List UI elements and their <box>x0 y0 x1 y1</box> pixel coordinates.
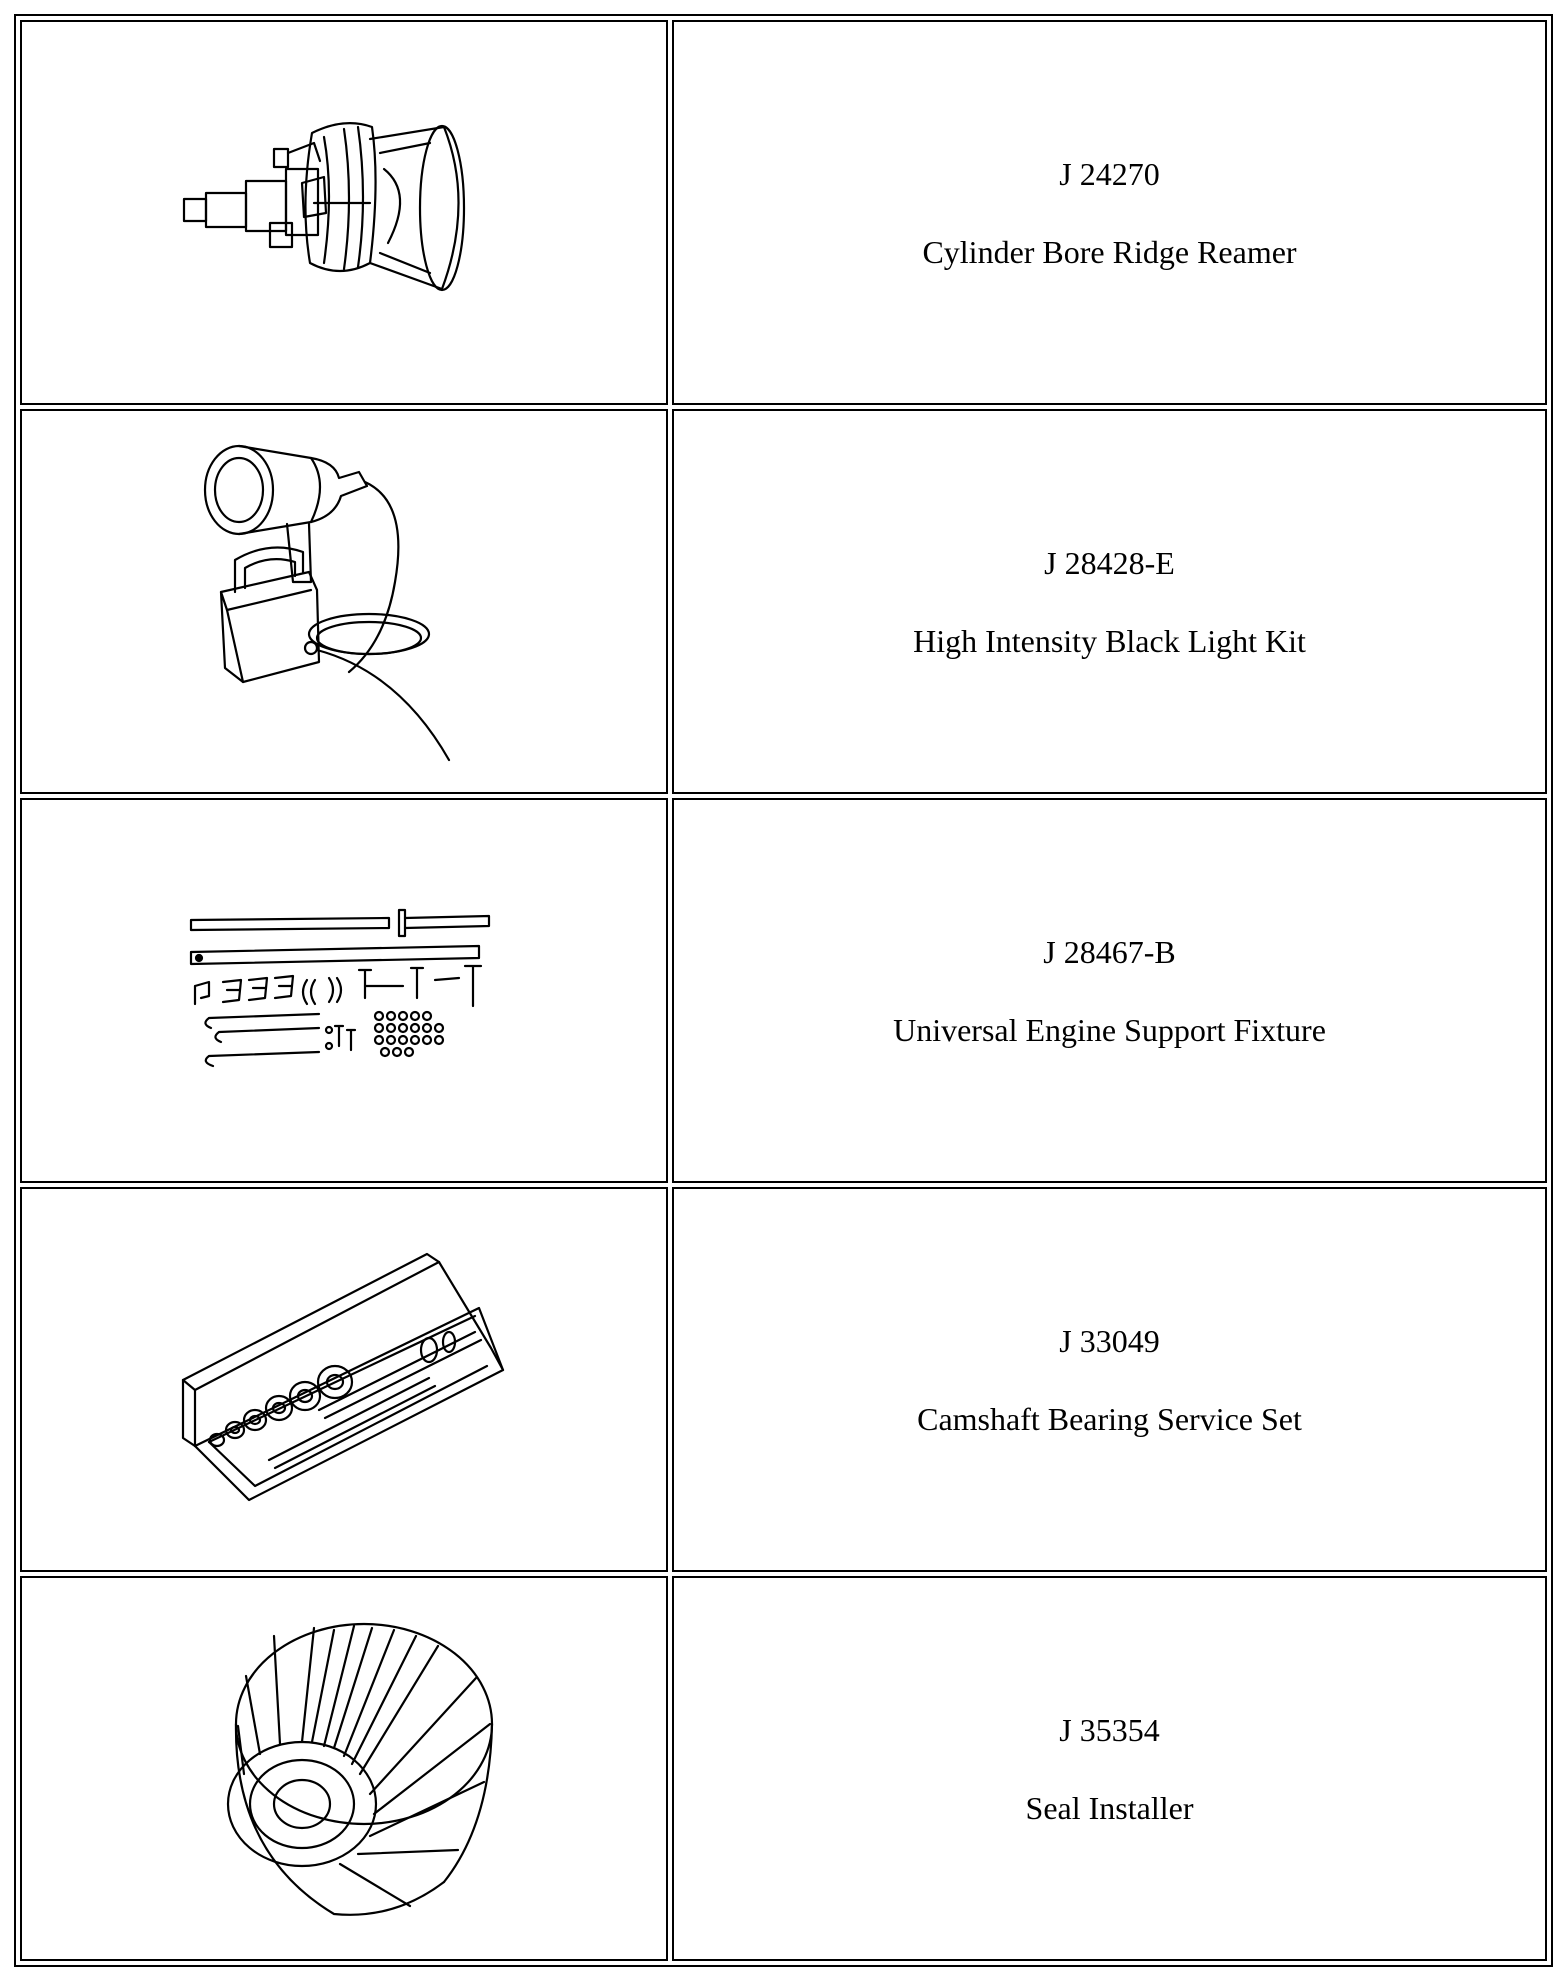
tool-row: J 33049 Camshaft Bearing Service Set <box>20 1187 1547 1572</box>
tool-description-cell: J 28467-B Universal Engine Support Fixtu… <box>672 798 1547 1183</box>
tool-row: J 24270 Cylinder Bore Ridge Reamer <box>20 20 1547 405</box>
tool-description-cell: J 24270 Cylinder Bore Ridge Reamer <box>672 20 1547 405</box>
tool-description-cell: J 28428-E High Intensity Black Light Kit <box>672 409 1547 794</box>
tool-image-cell <box>20 1187 668 1572</box>
tool-image-cell <box>20 20 668 405</box>
engine-support-fixture-illustration <box>189 908 491 1067</box>
tool-image-cell <box>20 409 668 794</box>
tool-part-number: J 24270 <box>1059 155 1160 192</box>
seal-installer-illustration <box>226 1622 494 1916</box>
tool-image-cell <box>20 798 668 1183</box>
tool-row: J 28428-E High Intensity Black Light Kit <box>20 409 1547 794</box>
tool-description-cell: J 35354 Seal Installer <box>672 1576 1547 1961</box>
camshaft-bearing-set-illustration <box>181 1252 505 1501</box>
tool-description-cell: J 33049 Camshaft Bearing Service Set <box>672 1187 1547 1572</box>
tool-name: Camshaft Bearing Service Set <box>917 1400 1302 1437</box>
tool-name: Seal Installer <box>1025 1789 1194 1826</box>
tool-part-number: J 35354 <box>1059 1711 1160 1748</box>
black-light-kit-illustration <box>203 444 451 761</box>
special-tools-table: J 24270 Cylinder Bore Ridge Reamer <box>14 14 1553 1967</box>
tool-part-number: J 33049 <box>1059 1322 1160 1359</box>
tool-image-cell <box>20 1576 668 1961</box>
tool-part-number: J 28467-B <box>1043 933 1176 970</box>
ridge-reamer-illustration <box>182 121 466 291</box>
tool-name: High Intensity Black Light Kit <box>913 622 1306 659</box>
tool-row: J 28467-B Universal Engine Support Fixtu… <box>20 798 1547 1183</box>
tool-row: J 35354 Seal Installer <box>20 1576 1547 1961</box>
tool-name: Cylinder Bore Ridge Reamer <box>922 233 1297 270</box>
tool-part-number: J 28428-E <box>1044 544 1175 581</box>
tool-name: Universal Engine Support Fixture <box>893 1011 1326 1048</box>
